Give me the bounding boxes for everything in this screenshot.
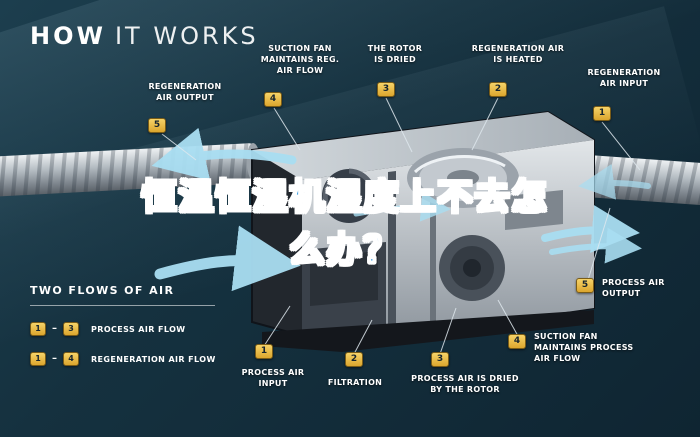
- legend-badge-to: 3: [63, 322, 79, 336]
- callout-number-badge-suction-process: 4: [508, 334, 526, 349]
- process-fan: [439, 235, 505, 301]
- overlay-question-line2: 么办？: [288, 230, 401, 272]
- callout-label-regeneration-air-output: REGENERATION AIR OUTPUT: [148, 82, 222, 102]
- callout-label-regeneration-air-heated: REGENERATION AIR IS HEATED: [471, 44, 565, 64]
- callout-label-suction-fan-reg: SUCTION FAN MAINTAINS REG. AIR FLOW: [260, 44, 340, 75]
- callout-label-process-air-output: PROCESS AIR OUTPUT: [602, 278, 665, 298]
- callout-number-badge-rotor-dried: 3: [377, 82, 395, 97]
- heater-box: [505, 190, 563, 230]
- legend-badge-from: 1: [30, 322, 46, 336]
- machine-cutaway-illustration: [251, 110, 595, 352]
- callout-number-badge-process-input: 1: [255, 344, 273, 359]
- callout-number-badge-process-output: 5: [576, 278, 594, 293]
- rotor: [407, 148, 519, 208]
- legend-divider: [30, 305, 215, 306]
- air-flow-arrows: [151, 127, 651, 292]
- callout-label-process-air-dried: PROCESS AIR IS DRIED BY THE ROTOR: [411, 374, 519, 394]
- callout-number-badge-filtration: 2: [345, 352, 363, 367]
- title-how: HOW: [30, 22, 106, 50]
- legend: TWO FLOWS OF AIR 1 – 3 PROCESS AIR FLOW …: [30, 284, 240, 366]
- callout-number-badge-regen-input: 1: [593, 106, 611, 121]
- callout-number-badge-suction-reg: 4: [264, 92, 282, 107]
- legend-range-dash: –: [52, 353, 57, 364]
- callout-label-regeneration-air-input: REGENERATION AIR INPUT: [587, 68, 661, 88]
- callout-label-process-air-input: PROCESS AIR INPUT: [241, 368, 305, 388]
- callout-label-filtration: FILTRATION: [327, 378, 383, 387]
- legend-label-regeneration: REGENERATION AIR FLOW: [91, 354, 216, 364]
- legend-row-process-air-flow: 1 – 3 PROCESS AIR FLOW: [30, 322, 240, 336]
- overlay-question-text: 恒温恒湿机湿度上不去怎 么办？: [110, 172, 580, 277]
- callout-number-badge-regen-output: 5: [148, 118, 166, 133]
- title-it-works: IT WORKS: [114, 22, 259, 50]
- legend-range-dash: –: [52, 323, 57, 334]
- callout-label-suction-fan-process: SUCTION FAN MAINTAINS PROCESS AIR FLOW: [534, 332, 634, 363]
- page-title: HOW IT WORKS: [30, 22, 259, 50]
- legend-row-regeneration-air-flow: 1 – 4 REGENERATION AIR FLOW: [30, 352, 240, 366]
- callout-number-badge-regen-heated: 2: [489, 82, 507, 97]
- legend-badge-to: 4: [63, 352, 79, 366]
- legend-title: TWO FLOWS OF AIR: [30, 284, 175, 297]
- machine-base: [262, 310, 594, 352]
- regeneration-fan: [322, 168, 376, 223]
- legend-label-process: PROCESS AIR FLOW: [91, 324, 186, 334]
- legend-badge-from: 1: [30, 352, 46, 366]
- leader-lines: [161, 97, 641, 355]
- overlay-question-line1: 恒温恒湿机湿度上不去怎: [140, 177, 549, 219]
- callout-number-badge-process-dried: 3: [431, 352, 449, 367]
- callout-label-rotor-is-dried: THE ROTOR IS DRIED: [367, 44, 423, 64]
